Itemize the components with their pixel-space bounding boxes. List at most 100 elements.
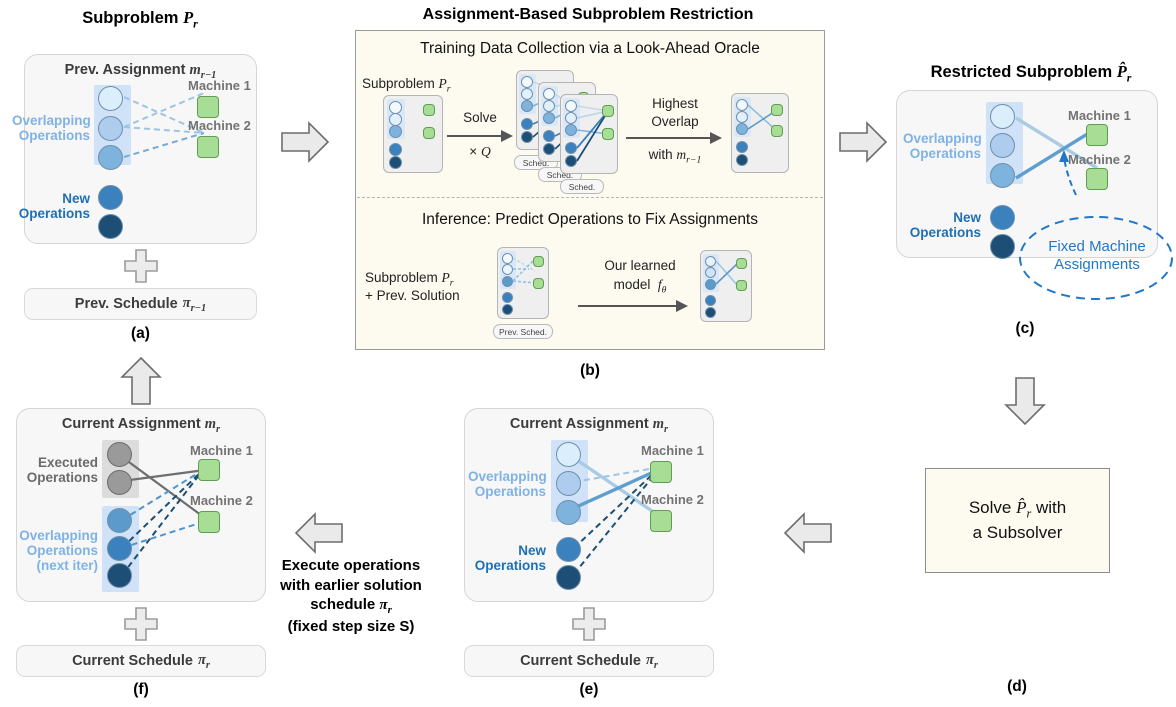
label-line: schedule πr xyxy=(310,596,392,616)
fixed-assignments-callout-text: Fixed Machine Assignments xyxy=(1018,238,1176,273)
executed-operation-node xyxy=(107,470,132,495)
label-line: Operations xyxy=(18,206,90,222)
operation-node xyxy=(389,125,402,138)
operation-node xyxy=(543,130,555,142)
operation-node xyxy=(98,116,123,141)
panel-b-bottom-input-label-1: Subproblem Pr xyxy=(365,270,454,289)
machine-node xyxy=(197,136,219,158)
panel-c-machine2-label: Machine 2 xyxy=(1068,152,1131,167)
label-line: Operations xyxy=(26,470,98,486)
label-line: Operations xyxy=(474,558,546,574)
operation-node xyxy=(556,442,581,467)
machine-node xyxy=(1086,168,1108,190)
operation-node xyxy=(565,100,577,112)
machine-node xyxy=(197,96,219,118)
panel-e-machine1-label: Machine 1 xyxy=(641,443,704,458)
panel-e-machine2-label: Machine 2 xyxy=(641,492,704,507)
operation-node xyxy=(521,100,533,112)
operation-node xyxy=(565,124,577,136)
operation-node xyxy=(736,111,748,123)
machine-node xyxy=(771,104,783,116)
operation-node xyxy=(565,112,577,124)
operation-node xyxy=(705,279,716,290)
label-line: New xyxy=(518,543,546,558)
panel-b-prev-sched-tag: Prev. Sched. xyxy=(493,324,553,339)
operation-node xyxy=(736,123,748,135)
panel-b-title: Assignment-Based Subproblem Restriction xyxy=(422,6,754,23)
operation-node xyxy=(521,76,533,88)
block-arrow-up-icon xyxy=(120,356,162,405)
machine-node xyxy=(602,128,614,140)
label-line: Fixed Machine xyxy=(1048,238,1146,255)
panel-f-machine1-label: Machine 1 xyxy=(190,443,253,458)
panel-a-overlapping-label: Overlapping Operations xyxy=(12,113,91,143)
operation-node xyxy=(556,565,581,590)
operation-node xyxy=(556,537,581,562)
fixed-assignments-callout xyxy=(1019,216,1173,300)
machine-node xyxy=(736,258,747,269)
label-line: (fixed step size S) xyxy=(287,618,415,636)
panel-b-overlap-label-3: with mr−1 xyxy=(648,147,702,166)
label-line: New xyxy=(953,210,981,225)
panel-d-line-2: a Subsolver xyxy=(972,523,1063,543)
panel-f-letter: (f) xyxy=(133,681,149,698)
operation-node xyxy=(502,304,513,315)
machine-node xyxy=(736,280,747,291)
operation-node xyxy=(543,88,555,100)
panel-a-machine1-label: Machine 1 xyxy=(188,78,251,93)
panel-b-overlap-label-2: Overlap xyxy=(630,114,720,131)
panel-d-solve-box: Solve P̂r with a Subsolver xyxy=(925,468,1110,573)
machine-node xyxy=(650,510,672,532)
panel-a-new-label: New Operations xyxy=(12,191,90,221)
label-line: Operations xyxy=(909,146,981,162)
panel-b-bottom-input-edges xyxy=(512,257,536,284)
panel-b-divider xyxy=(357,197,823,198)
label-line: with earlier solution xyxy=(280,576,422,594)
operation-node xyxy=(565,155,577,167)
operation-node xyxy=(990,104,1015,129)
operation-node xyxy=(521,88,533,100)
operation-node xyxy=(543,143,555,155)
operation-node xyxy=(107,563,132,588)
panel-f-overlapping-label: Overlapping Operations (next iter) xyxy=(14,528,98,573)
label-line: Execute operations xyxy=(281,557,421,574)
panel-c-letter: (c) xyxy=(1015,320,1035,337)
label-line: Overlapping xyxy=(19,528,98,543)
panel-d-letter: (d) xyxy=(1007,678,1027,695)
block-arrow-down-icon xyxy=(1004,377,1046,426)
label-line: Solve xyxy=(463,110,497,125)
operation-node xyxy=(98,185,123,210)
label-line: (next iter) xyxy=(36,558,98,574)
panel-f-card-heading: Current Assignment mr xyxy=(61,416,221,435)
machine-node xyxy=(198,459,220,481)
label-line: Overlapping xyxy=(468,469,547,484)
operation-node xyxy=(98,86,123,111)
panel-c-title: Restricted Subproblem P̂r xyxy=(930,62,1132,85)
operation-node xyxy=(990,133,1015,158)
panel-e-overlapping-label: Overlapping Operations xyxy=(468,469,547,500)
machine-node xyxy=(602,105,614,117)
label-line: Operations xyxy=(909,225,981,241)
arrow-learned-model xyxy=(578,300,688,312)
panel-b-bottom-input-label-2: + Prev. Solution xyxy=(365,288,460,303)
operation-node xyxy=(521,131,533,143)
plus-connector-icon xyxy=(572,607,606,641)
operation-node xyxy=(98,145,123,170)
machine-node xyxy=(423,104,435,116)
panel-a-schedule-pill: Prev. Schedule πr−1 xyxy=(24,288,257,320)
panel-f-executed-label: Executed Operations xyxy=(18,455,98,485)
label-line: Overlapping xyxy=(903,131,982,146)
panel-a-letter: (a) xyxy=(131,325,150,342)
operation-node xyxy=(990,163,1015,188)
panel-f-schedule-pill: Current Schedule πr xyxy=(16,645,266,677)
plus-connector-icon xyxy=(124,249,158,283)
machine-node xyxy=(771,125,783,137)
label-line: Assignments xyxy=(1054,255,1140,273)
operation-node xyxy=(502,276,513,287)
operation-node xyxy=(736,154,748,166)
operation-node xyxy=(736,99,748,111)
label-line: Operations xyxy=(474,484,546,500)
panel-b-solve-label: Solve xyxy=(450,110,510,127)
panel-b-top-input-label: Subproblem Pr xyxy=(362,76,451,95)
panel-b-solve-q-label: × Q xyxy=(469,144,491,159)
